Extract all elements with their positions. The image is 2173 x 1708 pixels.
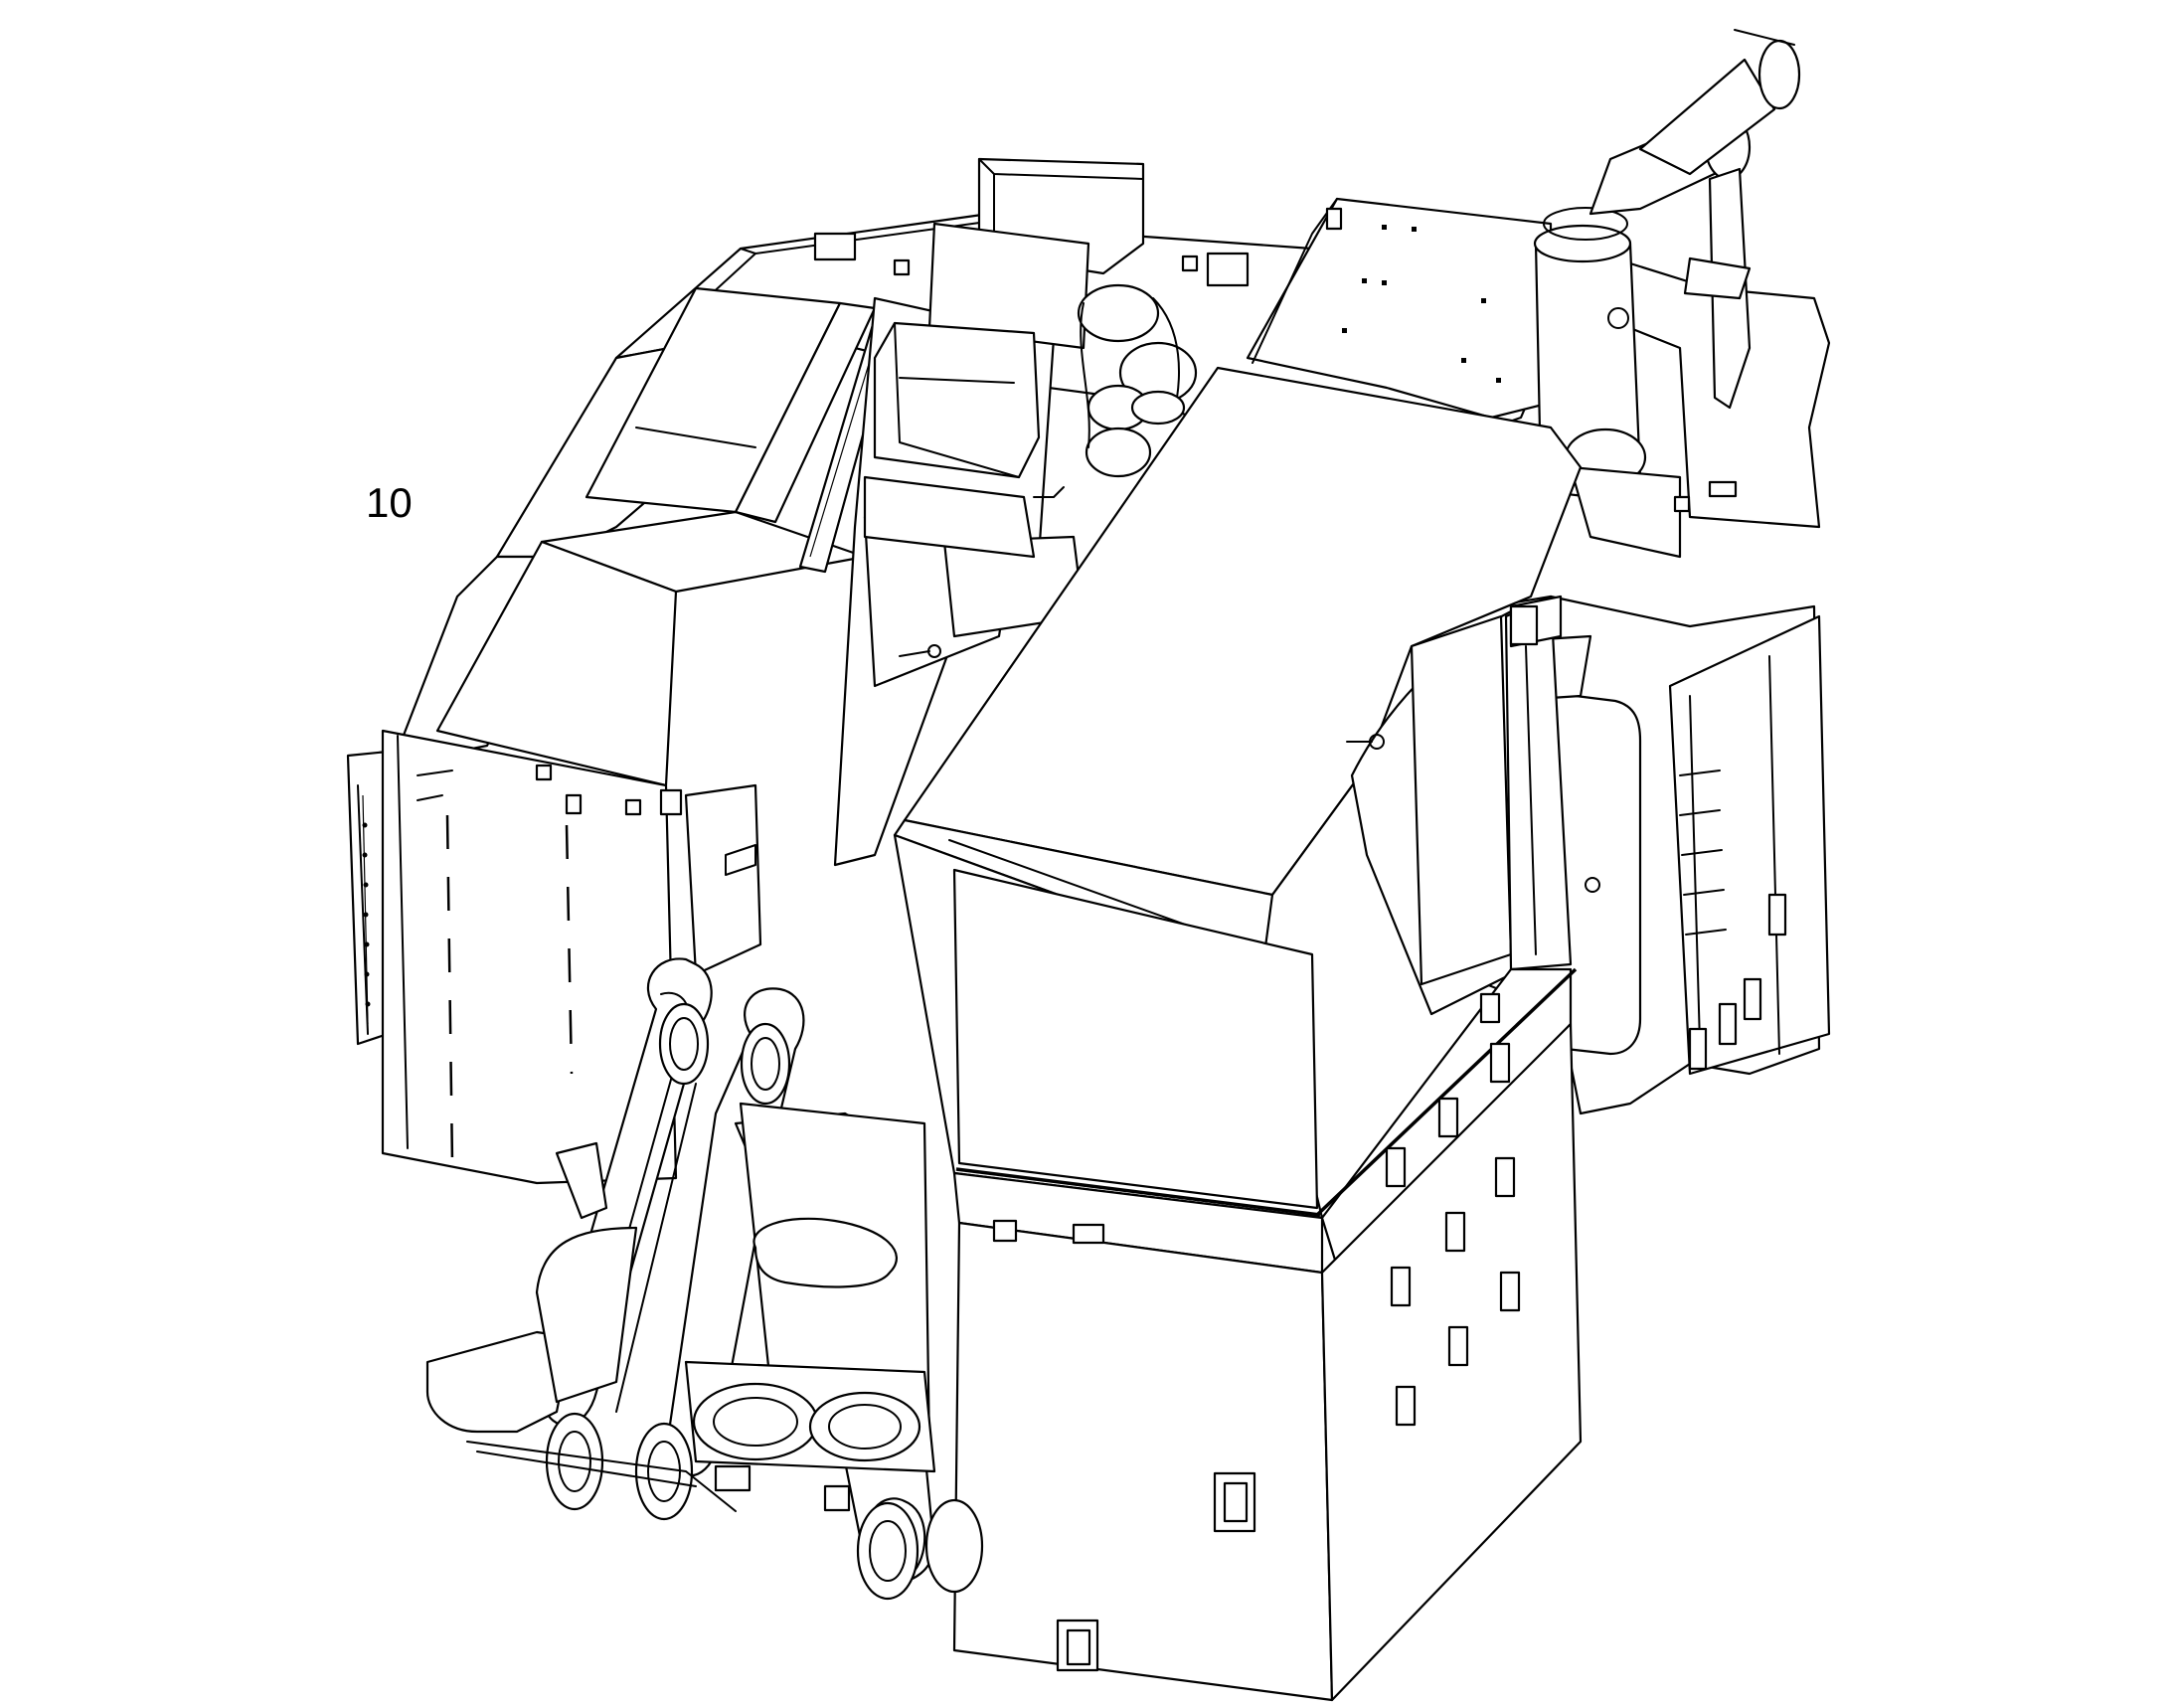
intake-ducts bbox=[863, 157, 1198, 559]
callout-10: 10 bbox=[366, 479, 413, 526]
exhaust-system bbox=[1533, 29, 1801, 559]
lower-left-frame bbox=[425, 1141, 737, 1512]
left-frame-rivets bbox=[362, 822, 371, 1007]
right-top-cover bbox=[1246, 197, 1553, 420]
cabinet-hinge bbox=[659, 788, 683, 816]
cabinet-latch-1 bbox=[535, 764, 553, 781]
left-front-cabinet bbox=[381, 510, 867, 1185]
chassis-block-2 bbox=[823, 1484, 851, 1512]
deck-details bbox=[813, 207, 1738, 1024]
cabinet-latch-3 bbox=[624, 798, 642, 816]
cabinet-front-plates bbox=[992, 1219, 1256, 1672]
duct-elbows bbox=[1033, 283, 1198, 498]
operator-cab bbox=[893, 366, 1583, 1220]
right-side-steps bbox=[1679, 769, 1727, 936]
cabinet-side-brackets bbox=[1385, 1042, 1521, 1427]
right-side-brackets bbox=[1688, 893, 1787, 1071]
centre-chassis bbox=[684, 1102, 936, 1512]
cabinet-latch-2 bbox=[565, 793, 583, 815]
chassis-block-1 bbox=[714, 1464, 752, 1492]
cover-bolts bbox=[1342, 225, 1501, 383]
